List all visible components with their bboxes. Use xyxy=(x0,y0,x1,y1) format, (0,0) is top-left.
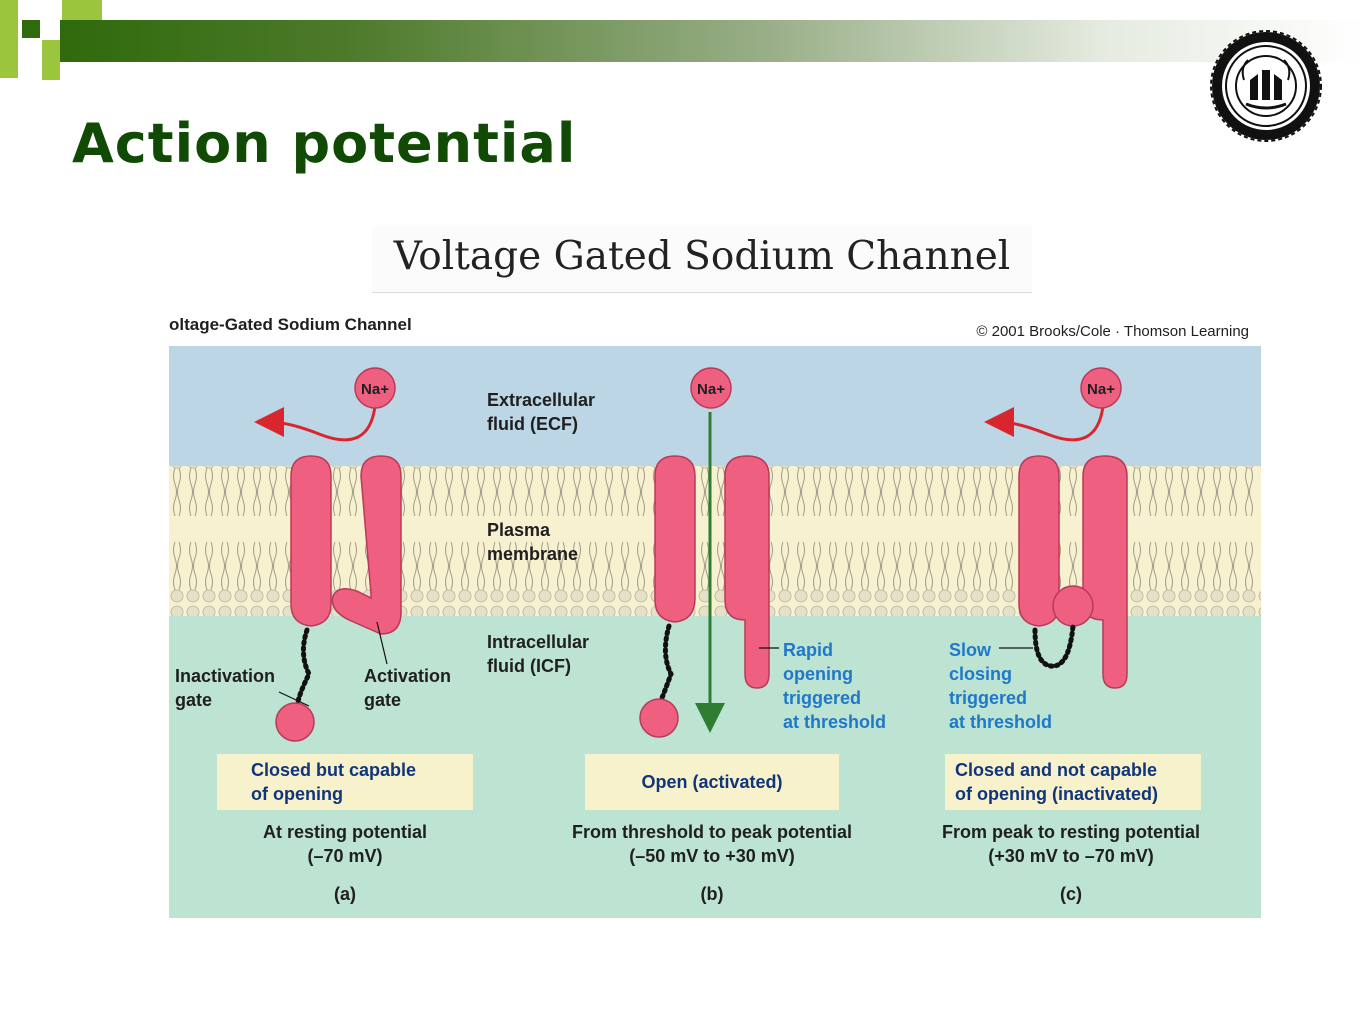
activation-gate-label-line2: gate xyxy=(364,690,401,710)
na-ion-label: Na+ xyxy=(1087,381,1115,398)
copyright-text: © 2001 Brooks/Cole · Thomson Learning xyxy=(976,323,1249,340)
figure-title: Voltage Gated Sodium Channel xyxy=(372,226,1032,293)
panel-c-state-box xyxy=(945,754,1201,810)
panel-c-potential-line1: From peak to resting potential xyxy=(942,822,1200,842)
membrane-label-line1: Plasma xyxy=(487,520,551,540)
panel-b-potential-line2: (–50 mV to +30 mV) xyxy=(629,846,795,866)
header-gradient-bar xyxy=(60,20,1365,62)
panel-c-potential-line2: (+30 mV to –70 mV) xyxy=(988,846,1154,866)
sodium-channel-diagram: oltage-Gated Sodium Channel © 2001 Brook… xyxy=(169,304,1261,918)
ecf-label-line2: fluid (ECF) xyxy=(487,414,578,434)
na-ion-label: Na+ xyxy=(697,381,725,398)
inactivation-gate-label-line1: Inactivation xyxy=(175,666,275,686)
page-title: Action potential xyxy=(72,112,577,175)
panel-a-letter: (a) xyxy=(334,884,356,904)
panel-c-state-line1: Closed and not capable xyxy=(955,760,1157,780)
panel-a-state-box xyxy=(217,754,473,810)
rapid-line3: triggered xyxy=(783,688,861,708)
panel-b-channel xyxy=(639,412,770,738)
rapid-line2: opening xyxy=(783,664,853,684)
panel-a-state-line1: Closed but capable xyxy=(251,760,416,780)
slow-line4: at threshold xyxy=(949,712,1052,732)
decor-square xyxy=(42,40,60,80)
panel-b-letter: (b) xyxy=(701,884,724,904)
panel-a-channel xyxy=(254,405,402,742)
panel-b-state-box xyxy=(585,754,839,810)
panel-b-state-line1: Open (activated) xyxy=(641,772,782,792)
activation-gate-label-line1: Activation xyxy=(364,666,451,686)
panel-a-state-line2: of opening xyxy=(251,784,343,804)
icf-label-line1: Intracellular xyxy=(487,632,589,652)
decor-square xyxy=(22,20,40,38)
rapid-line4: at threshold xyxy=(783,712,886,732)
slow-line2: closing xyxy=(949,664,1012,684)
na-ion-label: Na+ xyxy=(361,381,389,398)
panel-c-channel xyxy=(984,405,1128,689)
rapid-line1: Rapid xyxy=(783,640,833,660)
decor-square xyxy=(0,0,18,78)
na-ion-c: Na+ xyxy=(1080,367,1122,409)
slide-decoration xyxy=(0,0,110,90)
ecf-region xyxy=(169,346,1261,474)
slow-line3: triggered xyxy=(949,688,1027,708)
slow-line1: Slow xyxy=(949,640,992,660)
na-ion-b: Na+ xyxy=(690,367,732,409)
ecf-label-line1: Extracellular xyxy=(487,390,595,410)
inactivation-gate-label-line2: gate xyxy=(175,690,212,710)
university-seal-icon xyxy=(1210,30,1322,142)
icf-label-line2: fluid (ICF) xyxy=(487,656,571,676)
membrane-label-line2: membrane xyxy=(487,544,578,564)
na-ion-a: Na+ xyxy=(354,367,396,409)
decor-square xyxy=(62,0,102,20)
inactivation-gate-leader xyxy=(278,691,310,707)
panel-b-potential-line1: From threshold to peak potential xyxy=(572,822,852,842)
activation-gate-leader xyxy=(376,621,388,665)
panel-c-state-line2: of opening (inactivated) xyxy=(955,784,1158,804)
figure-header-strip xyxy=(169,304,1261,346)
figure-header-title: oltage-Gated Sodium Channel xyxy=(169,315,412,334)
panel-a-potential-line1: At resting potential xyxy=(263,822,427,842)
panel-c-letter: (c) xyxy=(1060,884,1082,904)
panel-a-potential-line2: (–70 mV) xyxy=(307,846,382,866)
